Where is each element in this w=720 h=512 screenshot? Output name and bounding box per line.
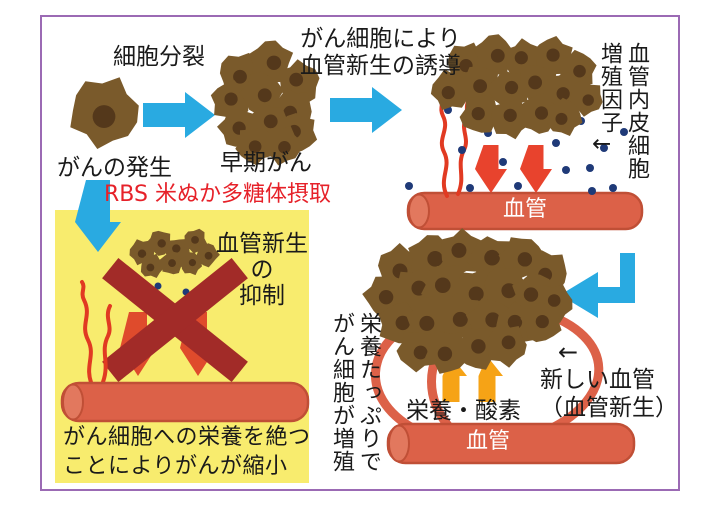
- cell-nucleus: [204, 251, 213, 260]
- rbs-vessel-sprout-2: [101, 304, 112, 384]
- cell-nucleus: [528, 75, 543, 90]
- vegf-dot: [588, 187, 596, 195]
- blood-vessel-rbs: [60, 381, 310, 423]
- cell-nucleus: [172, 244, 181, 253]
- cell-nucleus: [546, 48, 560, 62]
- cell-nucleus: [248, 140, 262, 153]
- cell-nucleus: [473, 79, 488, 94]
- vegf-signal-arrow-1: [475, 145, 507, 193]
- cell-nucleus: [547, 294, 561, 307]
- cell-nucleus: [413, 345, 428, 360]
- cell-nucleus: [441, 85, 455, 100]
- rbs-intake-arrow: [75, 180, 121, 252]
- vegf-dot: [562, 166, 570, 174]
- cell-nucleus: [471, 106, 485, 121]
- cell-nucleus: [278, 140, 291, 154]
- cell-nucleus: [555, 112, 568, 125]
- angiogenesis-inhibition-label: 血管新生 の 抑制: [216, 231, 308, 309]
- vegf-signal-arrow-2: [520, 145, 552, 193]
- vegf-left-arrow-icon: ←: [592, 131, 612, 157]
- growth-vertical-label: 栄養たっぷりで がん細胞が増殖: [329, 312, 381, 473]
- vegf-dot: [458, 146, 466, 154]
- cell-nucleus: [501, 335, 516, 350]
- cell-nucleus: [507, 314, 523, 330]
- panel-transition-arrow: [560, 253, 635, 318]
- cell-nucleus: [535, 314, 549, 329]
- cell-nucleus: [437, 346, 453, 362]
- cell-nucleus: [233, 69, 247, 84]
- vegf-dot: [466, 184, 474, 192]
- cell-nucleus: [556, 87, 570, 101]
- cell-nucleus: [451, 242, 467, 258]
- blood-vessel-bottom-label: 血管: [465, 429, 510, 454]
- cell-nucleus: [395, 315, 410, 331]
- cell-nucleus: [427, 251, 443, 267]
- vegf-dot: [405, 182, 413, 190]
- cell-nucleus: [224, 92, 238, 106]
- cell-nucleus: [146, 263, 155, 272]
- new-vessel-left-arrow-icon: ←: [558, 338, 579, 366]
- cell-nucleus: [157, 239, 166, 248]
- cell-nucleus: [484, 249, 500, 266]
- cell-nucleus: [266, 55, 282, 70]
- cell-nucleus: [137, 249, 147, 258]
- cell-nucleus: [452, 311, 468, 327]
- vegf-dot: [499, 158, 507, 166]
- cell-nucleus: [188, 259, 197, 267]
- cell-nucleus: [573, 64, 586, 78]
- blood-vessel-bottom: [386, 422, 636, 465]
- rbs-vegf-dots: [154, 282, 190, 296]
- induction-label: がん細胞により 血管新生の誘導: [300, 26, 461, 79]
- cell-nucleus: [485, 312, 501, 328]
- vegf-dot: [600, 144, 608, 152]
- cell-nucleus: [517, 252, 533, 267]
- cell-nucleus: [257, 88, 272, 103]
- growing-tumor-cluster: [362, 228, 573, 374]
- vegf-dot: [586, 164, 594, 172]
- starve-caption-label: がん細胞への栄養を絶つ ことによりがんが縮小: [63, 425, 311, 479]
- large-tumor-cluster: [430, 34, 603, 140]
- vegf-vertical-label: 血管内皮細胞 増殖因子: [597, 42, 649, 180]
- cell-nucleus: [419, 315, 435, 331]
- vegf-dot: [552, 139, 560, 147]
- cell-nucleus: [534, 106, 549, 120]
- vegf-dot: [514, 182, 522, 190]
- rbs-vessel-sprout-1: [80, 280, 94, 387]
- single-cancer-cell: [70, 77, 139, 149]
- cell-nucleus: [514, 51, 528, 65]
- inhibited-tumor-cluster: [129, 228, 220, 278]
- cell-nucleus: [490, 48, 505, 63]
- blood-vessel-top: [406, 191, 644, 231]
- cell-nucleus: [468, 286, 484, 302]
- cell-nucleus: [191, 235, 199, 244]
- inhibition-x-mark: [102, 257, 248, 383]
- cancer-onset-label: がんの発生: [57, 155, 172, 181]
- vegf-dot: [620, 128, 628, 136]
- cell-nucleus: [378, 289, 394, 305]
- early-cancer-cluster: [210, 40, 320, 166]
- induction-arrow: [330, 87, 402, 133]
- new-vessel-label: 新しい血管 （血管新生）: [540, 367, 678, 421]
- cell-nucleus: [434, 277, 451, 294]
- early-cancer-label: 早期がん: [220, 150, 312, 176]
- cell-nucleus: [503, 108, 517, 122]
- cell-nucleus: [289, 72, 304, 87]
- cell-nucleus: [92, 105, 116, 128]
- cell-nucleus: [505, 80, 519, 95]
- nutrients-oxygen-label: 栄養・酸素: [406, 398, 521, 424]
- cell-nucleus: [582, 94, 594, 106]
- cell-nucleus: [471, 339, 486, 354]
- cell-division-label: 細胞分裂: [113, 44, 205, 70]
- cell-nucleus: [168, 259, 176, 267]
- blood-vessel-top-label: 血管: [502, 197, 547, 222]
- cell-nucleus: [523, 287, 539, 302]
- cell-division-arrow: [143, 92, 215, 138]
- new-vessel-arc: [535, 307, 604, 435]
- cell-nucleus: [263, 114, 278, 129]
- vegf-dot: [609, 184, 617, 192]
- vegf-dot: [154, 282, 162, 290]
- rbs-intake-title: RBS 米ぬか多糖体摂取: [104, 182, 331, 207]
